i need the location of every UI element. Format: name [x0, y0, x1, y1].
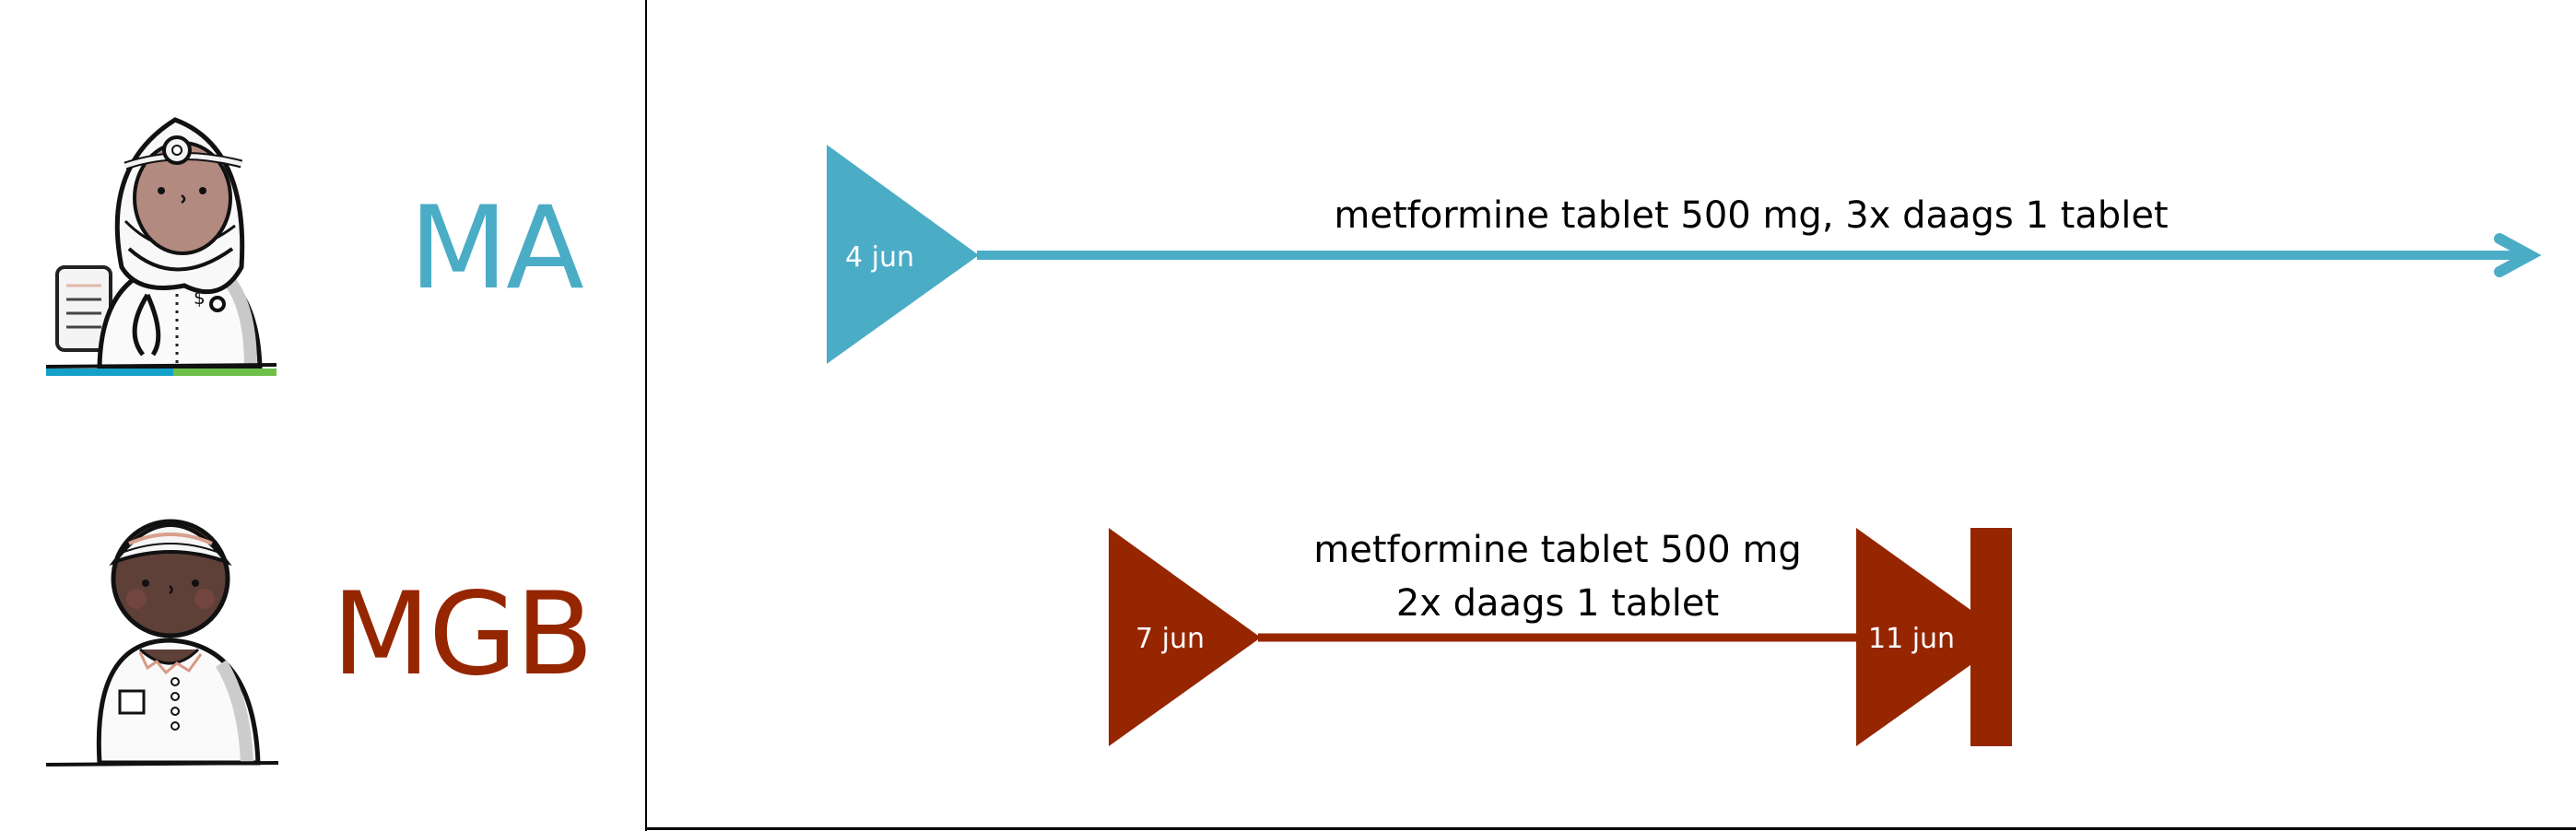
ma-medication-description: metformine tablet 500 mg, 3x daags 1 tab…	[1334, 194, 2168, 237]
mgb-end-marker[interactable]	[1856, 528, 2009, 746]
vertical-divider	[645, 0, 647, 831]
mgb-start-date: 7 jun	[1135, 623, 1205, 655]
mgb-medication-description-line2: 2x daags 1 tablet	[1396, 582, 1719, 625]
ongoing-arrow-icon	[2494, 233, 2542, 277]
doctor-avatar-icon: $	[45, 117, 277, 376]
ma-start-date: 4 jun	[845, 241, 914, 274]
mgb-timeline-row: 7 jun 11 jun metformine tablet 500 mg 2x…	[1109, 528, 2012, 746]
mgb-stop-bar	[1970, 528, 2012, 746]
patient-avatar-icon	[45, 519, 279, 767]
mgb-medication-description-line1: metformine tablet 500 mg	[1313, 529, 1801, 571]
ma-timeline-row: 4 jun metformine tablet 500 mg, 3x daags…	[827, 145, 2542, 364]
mgb-end-date: 11 jun	[1868, 623, 1955, 655]
time-axis	[645, 827, 2576, 830]
ma-start-marker[interactable]	[827, 145, 979, 364]
mgb-start-marker[interactable]	[1109, 528, 1261, 746]
role-label-ma: MA	[409, 182, 584, 315]
role-label-mgb: MGB	[332, 568, 594, 701]
